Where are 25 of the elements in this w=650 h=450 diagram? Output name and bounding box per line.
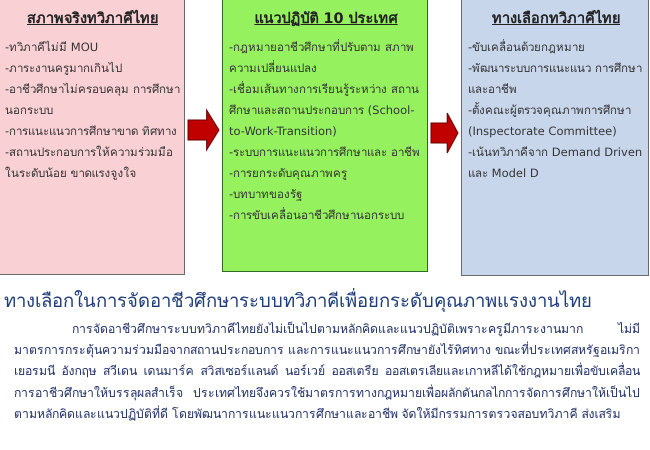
bullet-text: -ขับเคลื่อนด้วยกฎหมาย bbox=[468, 38, 586, 56]
box-heading: ทางเลือกทวิภาคีไทย bbox=[491, 8, 621, 29]
body-paragraph: การจัดอาชีวศึกษาระบบทวิภาคีไทยยังไม่เป็นไปตามหลักคิดและแนวปฏิบัติเพราะครูมีภาระงานมาก ไม่มีมาตรการกระตุ้นความร่วมมือจากสถานประกอบการ และการแนะแนวการศึกษายังไร้ทิศทาง ขณะที่ประเทศสหรัฐอเมริกา เยอรมนี อังกฤษ สวีเดน เดนมาร์ค สวิสเซอร์แลนด์ นอร์เวย์ ออสเตรีย ออสเตรเลียและเกาหลีได้ใช้กฎหมายเพื่อขับเคลื่อนการอาชีวศึกษาให้บรรลุผลสำเร็จ ประเทศไทยจึงควรใช้มาตรการทางกฎหมายเพื่อผลักดันกลไกการจัดการศึกษาให้เป็นไปตามหลักคิดและแนวปฏิบัติที่ดี โดยพัฒนาการแนะแนวการศึกษาและอาชีพ จัดให้มีกรรมการตรวจสอบทวิภาคี ส่งเสริม bbox=[14, 320, 640, 423]
bullet-text: -บทบาทของรัฐ bbox=[229, 186, 304, 203]
bullet-text: -การขับเคลื่อนอาชีวศึกษานอกระบบ bbox=[229, 206, 406, 224]
bullet-text: -การยกระดับคุณภาพครู bbox=[229, 165, 348, 182]
bullet-text: -ภาระงานครูมากเกินไป bbox=[5, 60, 124, 77]
bullet-text: -พัฒนาระบบการแนะแนว การศึกษาและอาชีพ bbox=[468, 60, 643, 98]
box-heading: แนวปฏิบัติ 10 ประเทศ bbox=[253, 10, 399, 29]
bullet-text: -เชื่อมเส้นทางการเรียนรู้ระหว่าง สถานศึกษาและสถานประกอบการ (School-to-Work-Transition) bbox=[229, 80, 420, 140]
practice-box bbox=[222, 0, 428, 272]
bullet-text: -ตั้งคณะผู้ตรวจคุณภาพการศึกษา (Inspectorate Committee) bbox=[468, 101, 632, 140]
bullet-text: -ระบบการแนะแนวการศึกษาและ อาชีพ bbox=[229, 144, 421, 161]
block-arrow bbox=[188, 108, 220, 152]
bullet-text: -การแนะแนวการศึกษาขาด ทิศทาง bbox=[5, 123, 178, 140]
bullet-text: -ทวิภาคีไม่มี MOU bbox=[5, 39, 100, 56]
box-heading: สภาพจริงทวิภาคีไทย bbox=[26, 8, 159, 29]
situation-box bbox=[0, 0, 185, 275]
title: ทางเลือกในการจัดอาชีวศึกษาระบบทวิภาคีเพื่อยกระดับคุณภาพแรงงานไทย bbox=[4, 286, 650, 315]
bullet-text: -กฎหมายอาชีวศึกษาที่ปรับตาม สภาพความเปลี่ยนแปลง bbox=[229, 38, 415, 77]
bullet-text: -เน้นทวิภาคีจาก Demand Driven และ Model D bbox=[468, 144, 644, 182]
bullet-text: -อาชีวศึกษาไม่ครอบคลุม การศึกษานอกระบบ bbox=[5, 81, 180, 119]
block-arrow bbox=[430, 112, 459, 154]
bullet-text: -สถานประกอบการให้ความร่วมมือ ในระดับน้อย ขาดแรงจูงใจ bbox=[5, 144, 174, 182]
option-box bbox=[461, 0, 649, 276]
